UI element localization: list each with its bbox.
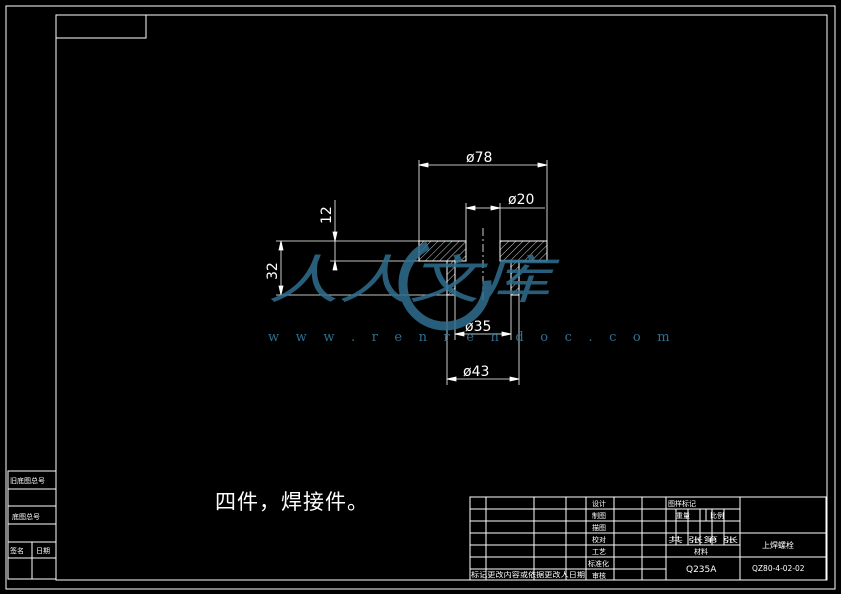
role-review: 审核 bbox=[592, 571, 606, 580]
watermark-url: w w w . r e n r e n d o c . c o m bbox=[268, 330, 676, 345]
role-process: 工艺 bbox=[592, 548, 606, 556]
side-label-old-master: 旧底图总号 bbox=[10, 476, 45, 485]
boss-wall-right bbox=[510, 260, 520, 296]
role-standard: 标准化 bbox=[588, 559, 609, 568]
role-trace: 描图 bbox=[592, 523, 606, 532]
role-design: 设计 bbox=[592, 499, 606, 508]
side-strip bbox=[7, 470, 57, 580]
role-draw: 制图 bbox=[592, 511, 606, 520]
material-label: 材料 bbox=[694, 547, 708, 556]
dim-outer-diameter: ø78 bbox=[466, 150, 492, 166]
boss-wall-left bbox=[446, 260, 456, 296]
title-block bbox=[469, 496, 827, 581]
sheets-label: 共 张第 张 bbox=[668, 535, 738, 544]
dim-thickness: 12 bbox=[319, 206, 335, 224]
material-value: Q235A bbox=[686, 565, 717, 575]
rev-header: 标记更改内容或依据更改人日期 bbox=[471, 570, 585, 579]
side-label-date: 日期 bbox=[36, 547, 50, 555]
part-name: 上焊螺栓 bbox=[762, 540, 794, 550]
watermark-logo: 人人文库 bbox=[268, 237, 561, 331]
role-check: 校对 bbox=[592, 535, 606, 544]
dim-boss-inner-diameter: ø35 bbox=[465, 319, 491, 335]
part-section-view bbox=[418, 228, 548, 300]
dim-bore-diameter: ø20 bbox=[508, 192, 534, 208]
dimensions bbox=[276, 160, 548, 385]
side-label-master: 底图总号 bbox=[12, 512, 40, 521]
drawing-number: QZ80-4-02-02 bbox=[752, 564, 805, 573]
watermark-text: 人人文库 bbox=[268, 251, 561, 311]
side-label-sign: 签名 bbox=[10, 546, 24, 555]
dim-boss-outer-diameter: ø43 bbox=[463, 364, 489, 380]
scale-label: 比例 bbox=[710, 511, 724, 520]
dim-overall-height: 32 bbox=[265, 262, 281, 280]
stage-mark-label: 图样标记 bbox=[668, 499, 696, 508]
flange-right bbox=[499, 240, 548, 262]
weight-label: 重量 bbox=[676, 512, 690, 520]
drawing-note: 四件，焊接件。 bbox=[215, 490, 369, 514]
sheet-border bbox=[5, 5, 836, 590]
